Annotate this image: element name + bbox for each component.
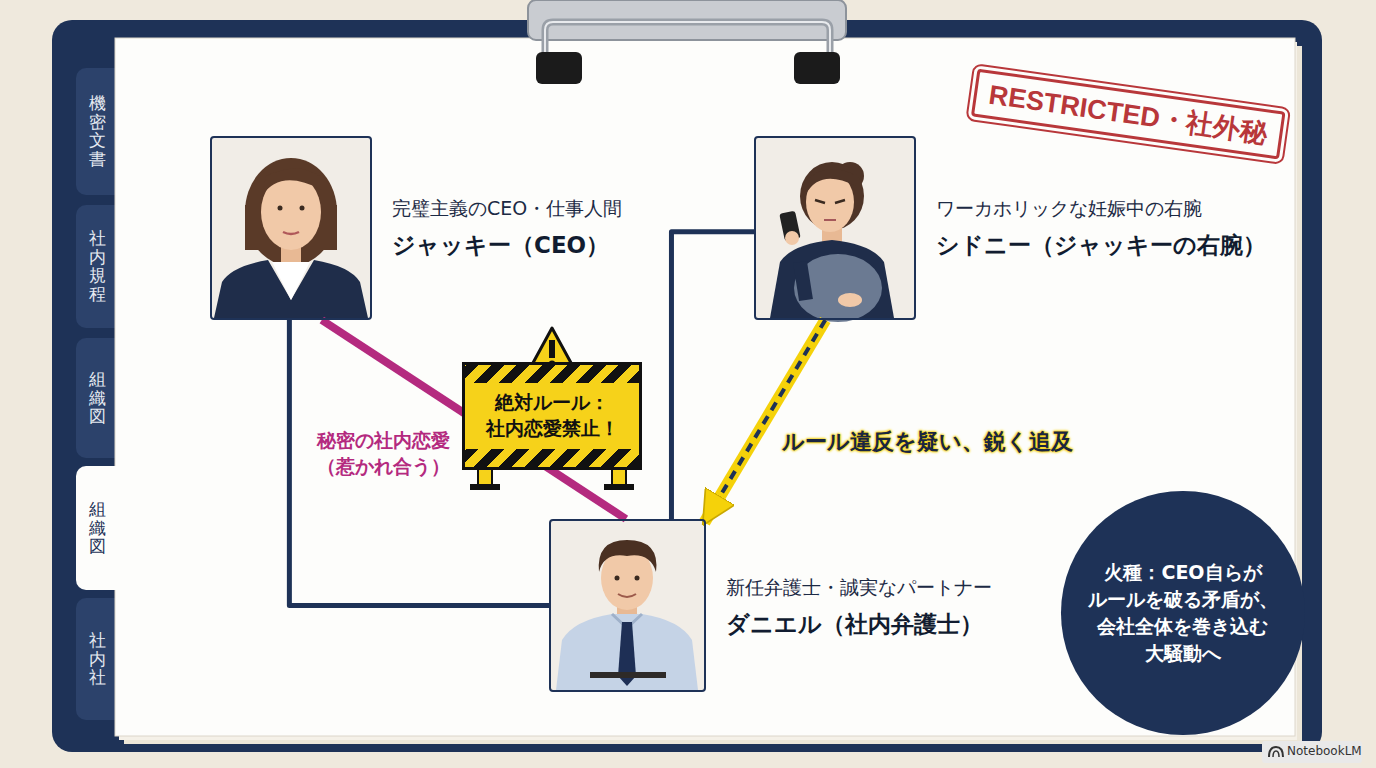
clipboard	[52, 20, 1322, 752]
ceo-portrait	[212, 138, 370, 318]
lawyer-portrait	[618, 594, 636, 597]
sign-legs	[470, 484, 500, 490]
assistant-portrait	[756, 138, 914, 322]
person-name: ダニエル（社内弁護士）	[726, 609, 992, 640]
assistant-portrait	[800, 262, 806, 300]
ceo-portrait	[212, 138, 370, 318]
notebooklm-badge	[1273, 751, 1279, 757]
tab-label: 組織図	[89, 370, 106, 426]
clipboard-clip	[545, 22, 830, 80]
clipboard-clip	[794, 52, 840, 84]
conflict-text: 火種：CEO自らが ルールを破る矛盾が、 会社全体を巻き込む 大騒動へ	[1083, 559, 1283, 667]
person-name: シドニー（ジャッキーの右腕）	[936, 230, 1266, 261]
caption-block: 新任弁護士・誠実なパートナーダニエル（社内弁護士）	[726, 575, 992, 640]
confidential-stamp: RESTRICTED・社外秘	[971, 69, 1285, 160]
callout-circle: 火種：CEO自らが ルールを破る矛盾が、 会社全体を巻き込む 大騒動へ	[1061, 491, 1304, 734]
lawyer-portrait	[615, 576, 620, 581]
ceo-portrait	[262, 168, 322, 196]
ceo-portrait	[300, 206, 305, 211]
warning-triangle	[549, 340, 555, 358]
ceo-portrait	[283, 232, 299, 234]
relation-label: 秘密の社内恋愛 （惹かれ合う）	[303, 428, 463, 479]
caption-block: 完璧主義のCEO・仕事人間ジャッキー（CEO）	[392, 196, 622, 261]
lawyer-portrait	[590, 672, 666, 678]
lawyer-portrait	[556, 614, 698, 690]
notebooklm-badge	[1262, 741, 1362, 763]
accusation-arrow	[704, 320, 825, 522]
person-name: ジャッキー（CEO）	[392, 230, 622, 261]
assistant-portrait	[806, 169, 856, 194]
person-box: 完璧主義のCEO・仕事人間ジャッキー（CEO）	[210, 136, 372, 320]
assistant-portrait	[815, 200, 845, 203]
paper-sheet	[115, 38, 1295, 736]
assistant-portrait	[838, 293, 862, 307]
active-folder-tab	[76, 466, 136, 590]
relation-label: ルール違反を疑い、鋭く追及	[782, 427, 1073, 457]
sign-legs	[604, 484, 634, 490]
role-description: 新任弁護士・誠実なパートナー	[726, 575, 992, 601]
tab-label: 社内規程	[89, 229, 106, 304]
tab-label: 社内社	[89, 631, 106, 687]
assistant-portrait	[794, 254, 882, 322]
assistant-portrait	[824, 219, 836, 221]
ceo-portrait	[214, 260, 368, 318]
warning-sign: 絶対ルール： 社内恋愛禁止！	[462, 362, 642, 470]
notebooklm-badge	[1269, 747, 1283, 757]
tab-label: 機密文書	[89, 94, 106, 169]
org-line	[671, 232, 754, 519]
tab-label: 組織図	[89, 500, 106, 556]
ceo-portrait	[245, 158, 337, 266]
assistant-portrait	[785, 231, 799, 245]
dash-pattern	[720, 320, 825, 497]
person-box: 新任弁護士・誠実なパートナーダニエル（社内弁護士）	[549, 519, 706, 692]
clipboard-clip	[545, 22, 830, 80]
ceo-portrait	[278, 206, 283, 211]
ceo-portrait	[272, 262, 310, 300]
active-folder-tab	[76, 466, 136, 590]
clipboard-clip	[536, 52, 582, 84]
rule-text: 絶対ルール： 社内恋愛禁止！	[476, 390, 628, 441]
lawyer-portrait	[599, 540, 657, 572]
caption-block: ワーカホリックな妊娠中の右腕シドニー（ジャッキーの右腕）	[936, 196, 1266, 261]
lawyer-portrait	[551, 521, 704, 690]
clipboard-clip	[528, 0, 846, 84]
role-description: 完璧主義のCEO・仕事人間	[392, 196, 622, 222]
connector-group	[289, 232, 825, 606]
notebooklm-badge	[1262, 741, 1362, 763]
lawyer-portrait	[635, 576, 640, 581]
clipboard	[52, 20, 1322, 752]
org-line	[671, 232, 754, 519]
role-description: ワーカホリックな妊娠中の右腕	[936, 196, 1266, 222]
person-box: ワーカホリックな妊娠中の右腕シドニー（ジャッキーの右腕）	[754, 136, 916, 320]
lawyer-portrait	[551, 521, 704, 690]
watermark: NotebookLM	[1287, 744, 1362, 758]
accusation-arrow	[704, 320, 825, 522]
